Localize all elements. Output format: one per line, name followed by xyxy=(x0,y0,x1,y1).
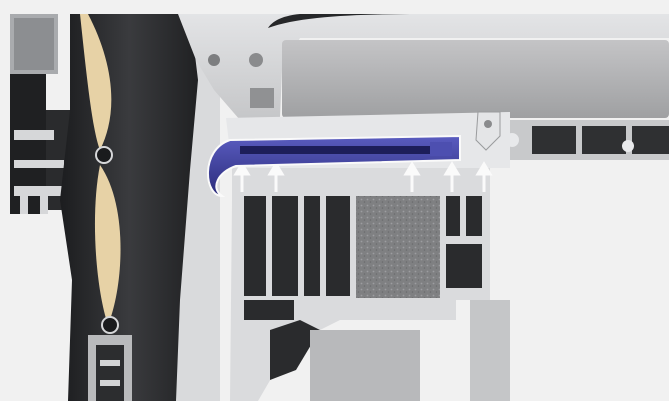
pressure-arrows xyxy=(233,161,493,192)
blue-seal-insert xyxy=(207,134,461,198)
end-clip xyxy=(475,111,501,151)
shutter-box xyxy=(178,14,669,120)
left-frame-profile xyxy=(10,14,70,214)
roller-shutter-curtain xyxy=(60,14,198,401)
